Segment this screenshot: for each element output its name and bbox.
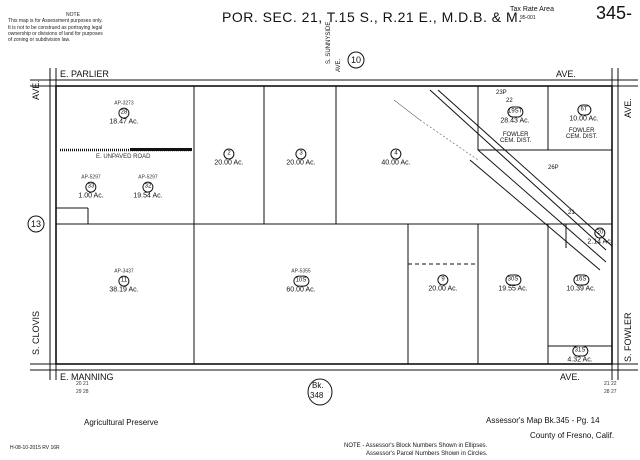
- parcel-31: 31S 4.32 Ac.: [567, 345, 593, 364]
- parcel-number: 10S: [292, 275, 309, 287]
- parcel-number: 28: [118, 107, 130, 119]
- parcel-area: 1.00 Ac.: [78, 192, 104, 200]
- parcel-4: 4 40.00 Ac.: [381, 148, 411, 167]
- parcel-16: 16S 10.39 Ac.: [566, 274, 596, 293]
- parcel-number: 30S: [504, 274, 521, 286]
- parcel-number: 3: [295, 148, 307, 160]
- parcel-ap: AP-5297: [138, 174, 158, 181]
- corner-se-bottom: 28 27: [604, 389, 617, 395]
- parcel-number: 16S: [572, 274, 589, 286]
- corner-se-top: 21 22: [604, 381, 617, 387]
- parcel-area: 40.00 Ac.: [381, 159, 411, 167]
- adjacent-north: 10: [351, 55, 362, 65]
- adjacent-west: 13: [31, 219, 42, 229]
- parcel-33: AP-5297 33 1.00 Ac.: [78, 174, 104, 201]
- parcel-2: 2 20.00 Ac.: [214, 148, 244, 167]
- parcel-area: 20.00 Ac.: [286, 159, 316, 167]
- parcel-9: 9 20.00 Ac.: [428, 274, 458, 293]
- road-south-ave: AVE.: [560, 372, 580, 382]
- parcel-number: 9: [437, 274, 449, 286]
- adjacent-south-bk: Bk.: [312, 381, 324, 390]
- parcel-20: 20 2.14 Ac.: [587, 227, 613, 246]
- parcel-number: 6T: [576, 104, 591, 116]
- tag-26p: 26P: [548, 165, 559, 171]
- parcel-area: 28.43 Ac.: [500, 117, 530, 125]
- fowler-cem-dist-2: FOWLER CEM. DIST.: [566, 128, 598, 140]
- tag-21: 21: [568, 210, 575, 216]
- note-line: This map is for Assessment purposes only…: [8, 18, 103, 25]
- road-east-ave: AVE.: [623, 98, 633, 118]
- parcel-area: 20.00 Ac.: [214, 159, 244, 167]
- corner-sw-top: 20 21: [76, 381, 89, 387]
- parcel-ap: AP-5355: [291, 268, 311, 275]
- revision-label: H-08-10-2015 RV 16R: [10, 445, 60, 451]
- assessment-note: NOTE This map is for Assessment purposes…: [8, 12, 138, 43]
- parcel-area: 4.32 Ac.: [567, 356, 593, 364]
- parcel-area: 19.55 Ac.: [498, 285, 528, 293]
- tag-23p: 23P: [496, 90, 507, 96]
- road-sunnyside-ave: AVE.: [336, 58, 342, 72]
- parcel-number: 32: [142, 181, 154, 193]
- county-label: County of Fresno, Calif.: [530, 431, 615, 440]
- note-line: It is not to be construed as portraying …: [8, 24, 103, 31]
- parcel-area: 19.54 Ac.: [133, 192, 163, 200]
- parcel-number: 33: [85, 181, 97, 193]
- road-west-ave: AVE.: [31, 80, 41, 100]
- parcel-area: 20.00 Ac.: [428, 285, 458, 293]
- parcel-area: 10.00 Ac.: [569, 115, 599, 123]
- parcel-3: 3 20.00 Ac.: [286, 148, 316, 167]
- road-north-name: E. PARLIER: [60, 69, 109, 79]
- parcel-number: 31S: [571, 345, 588, 357]
- parcel-area: 2.14 Ac.: [587, 238, 613, 246]
- parcel-ap: AP-3273: [114, 100, 134, 107]
- parcel-area: 38.19 Ac.: [109, 286, 139, 294]
- adjacent-south-num: 348: [310, 391, 324, 400]
- parcel-6: 6T 10.00 Ac.: [569, 104, 599, 123]
- parcel-area: 10.39 Ac.: [566, 285, 596, 293]
- assessor-map-label: Assessor's Map Bk.345 - Pg. 14: [486, 416, 600, 425]
- road-south-name: E. MANNING: [60, 372, 114, 382]
- parcel-30: 30S 19.55 Ac.: [498, 274, 528, 293]
- road-north-ave: AVE.: [556, 69, 576, 79]
- page-number: 345-: [596, 3, 633, 23]
- parcel-area: 18.47 Ac.: [109, 118, 139, 126]
- parcel-11: AP-3437 11 38.19 Ac.: [109, 268, 139, 295]
- corner-sw-bottom: 29 28: [76, 389, 89, 395]
- fowler-cem-dist-1: FOWLER CEM. DIST.: [500, 132, 532, 144]
- map-title: POR. SEC. 21, T.15 S., R.21 E., M.D.B. &…: [222, 9, 523, 25]
- tag-22: 22: [506, 98, 513, 104]
- parcel-19: 19ST 28.43 Ac.: [500, 106, 530, 125]
- parcel-number: 19ST: [506, 106, 523, 118]
- parcel-28: AP-3273 28 18.47 Ac.: [109, 100, 139, 127]
- road-east-name: S. FOWLER: [623, 312, 633, 362]
- agricultural-preserve-label: Agricultural Preserve: [84, 418, 159, 427]
- parcel-ap: AP-3437: [114, 268, 134, 275]
- note-line: of zoning or subdivision law.: [8, 37, 71, 43]
- parcel-number: 2: [223, 148, 235, 160]
- parcel-32: AP-5297 32 19.54 Ac.: [133, 174, 163, 201]
- note-line: ownership or divisions of land for purpo…: [8, 30, 103, 37]
- parcel-10: AP-5355 10S 60.00 Ac.: [286, 268, 316, 295]
- note-title: NOTE: [66, 12, 80, 18]
- road-sunnyside-name: S. SUNNYSIDE: [326, 21, 332, 64]
- tax-rate-label: Tax Rate Area: [510, 6, 554, 13]
- parcel-number: 11: [118, 275, 130, 287]
- footer-note-1: NOTE - Assessor's Block Numbers Shown in…: [344, 443, 488, 449]
- parcel-number: 20: [594, 227, 606, 239]
- tax-rate-value: 95-001: [520, 15, 536, 21]
- footer-note-2: Assessor's Parcel Numbers Shown in Circl…: [366, 451, 488, 457]
- road-west-name: S. CLOVIS: [31, 310, 41, 355]
- parcel-area: 60.00 Ac.: [286, 286, 316, 294]
- parcel-ap: AP-5297: [81, 174, 101, 181]
- parcel-number: 4: [390, 148, 402, 160]
- unpaved-road-label: E. UNPAVED ROAD: [96, 154, 151, 160]
